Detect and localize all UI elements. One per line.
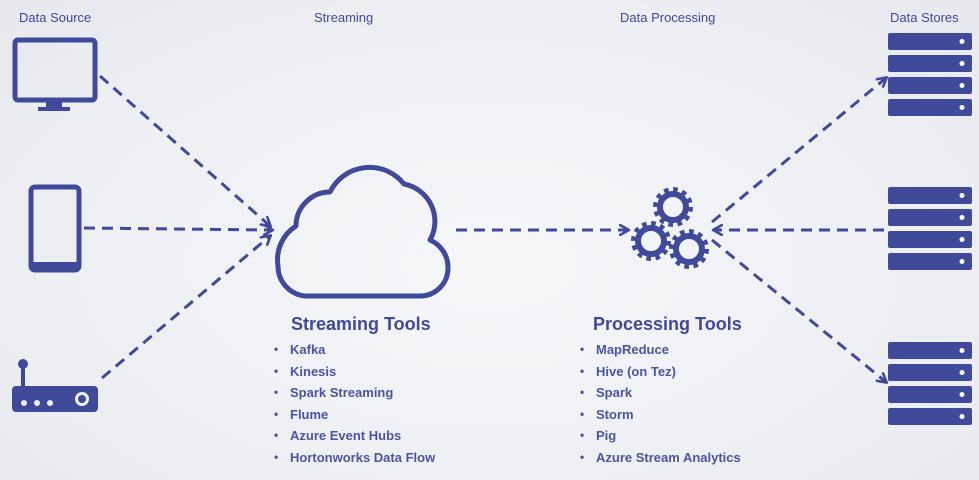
list-item: Hive (on Tez) bbox=[580, 361, 742, 383]
heading-streaming: Streaming bbox=[314, 10, 374, 25]
heading-data-source: Data Source bbox=[19, 10, 92, 25]
list-item: Azure Stream Analytics bbox=[580, 447, 742, 469]
processing-tools-list: MapReduce Hive (on Tez) Spark Storm Pig … bbox=[580, 339, 742, 469]
gears-icon bbox=[631, 187, 709, 269]
connector-monitor-to-cloud bbox=[99, 74, 270, 226]
list-item: Hortonworks Data Flow bbox=[274, 447, 435, 469]
list-item: Spark Streaming bbox=[274, 382, 435, 404]
list-item: MapReduce bbox=[580, 339, 742, 361]
tablet-icon bbox=[28, 184, 82, 273]
server-stack-icon bbox=[888, 187, 972, 270]
router-icon bbox=[12, 359, 98, 412]
streaming-tools-title: Streaming Tools bbox=[291, 314, 431, 334]
heading-data-stores: Data Stores bbox=[890, 10, 959, 25]
monitor-icon bbox=[12, 37, 98, 111]
streaming-tools-list: Kafka Kinesis Spark Streaming Flume Azur… bbox=[274, 339, 435, 469]
connector-router-to-cloud bbox=[101, 236, 270, 380]
connector-gears-to-store-bottom bbox=[711, 238, 886, 382]
server-stack-icon bbox=[888, 342, 972, 425]
processing-tools-block: Processing Tools MapReduce Hive (on Tez)… bbox=[580, 314, 742, 469]
heading-data-processing: Data Processing bbox=[620, 10, 716, 25]
streaming-tools-block: Streaming Tools Kafka Kinesis Spark Stre… bbox=[274, 314, 435, 469]
list-item: Kafka bbox=[274, 339, 435, 361]
list-item: Flume bbox=[274, 404, 435, 426]
list-item: Storm bbox=[580, 404, 742, 426]
cloud-icon bbox=[275, 164, 451, 299]
connector-tablet-to-cloud bbox=[83, 228, 272, 230]
list-item: Spark bbox=[580, 382, 742, 404]
list-item: Azure Event Hubs bbox=[274, 425, 435, 447]
connector-gears-to-store-top bbox=[711, 78, 886, 224]
processing-tools-title: Processing Tools bbox=[593, 314, 742, 334]
server-stack-icon bbox=[888, 33, 972, 116]
list-item: Pig bbox=[580, 425, 742, 447]
list-item: Kinesis bbox=[274, 361, 435, 383]
